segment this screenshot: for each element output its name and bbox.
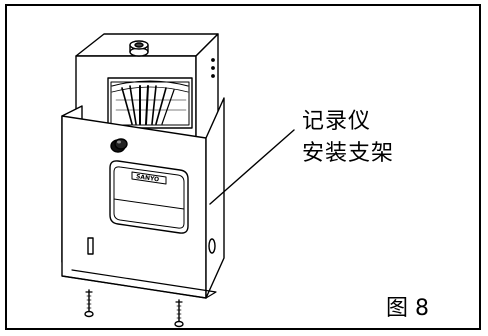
callout-leader-line (209, 129, 295, 205)
brand-badge-text: SANYO (136, 173, 160, 183)
bracket-knob (110, 138, 128, 153)
mounting-bracket (61, 97, 225, 299)
mounting-screws (84, 289, 184, 328)
front-window-panel (109, 160, 189, 234)
figure-number: 图 8 (386, 296, 429, 321)
top-knob (129, 40, 149, 57)
callout-label-line-1: 记录仪 (302, 109, 372, 134)
chart-window (107, 77, 193, 129)
callout-label-line-2: 安装支架 (302, 141, 395, 166)
callout-label: 记录仪 安装支架 (302, 106, 394, 170)
